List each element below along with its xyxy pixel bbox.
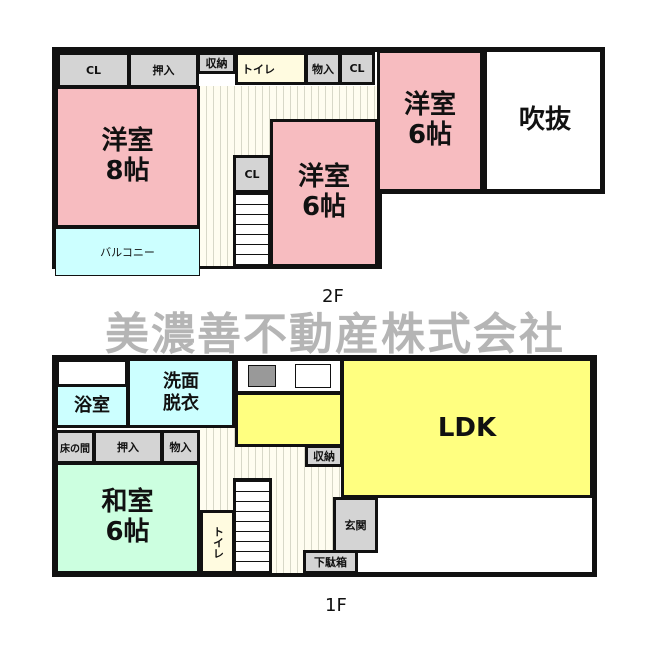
kitchen-area bbox=[235, 392, 343, 447]
stairs-1f bbox=[233, 478, 272, 574]
entrance: 玄関 bbox=[333, 497, 378, 553]
kitchen-counter bbox=[235, 358, 343, 394]
floor2-label: 2F bbox=[322, 286, 344, 307]
washroom: 洗面 脱衣 bbox=[127, 358, 235, 428]
storage-2f: 収納 bbox=[197, 52, 236, 74]
toilet-2f: トイレ bbox=[235, 52, 307, 85]
floor1-label: 1F bbox=[325, 595, 347, 616]
closet-2: CL bbox=[339, 52, 375, 85]
closet-3: CL bbox=[233, 155, 271, 193]
open-ceiling: 吹抜 bbox=[483, 50, 603, 192]
stairs-2f bbox=[233, 192, 271, 267]
oshiire-1f: 押入 bbox=[93, 430, 163, 464]
sink-icon bbox=[294, 364, 331, 388]
floor2-hall-east bbox=[270, 86, 377, 122]
bathtub bbox=[57, 360, 127, 386]
shoe-cabinet: 下駄箱 bbox=[303, 550, 358, 574]
japanese-room-6: 和室 6帖 bbox=[55, 462, 200, 574]
storage-1f: 収納 bbox=[305, 445, 343, 467]
western-room-6b: 洋室 6帖 bbox=[377, 50, 483, 192]
stove-icon bbox=[247, 365, 276, 387]
balcony: バルコニー bbox=[55, 228, 200, 276]
toilet-1f: トイレ bbox=[200, 510, 235, 574]
closet-1: CL bbox=[57, 52, 130, 88]
western-room-6a: 洋室 6帖 bbox=[270, 119, 378, 267]
tokonoma: 床の間 bbox=[55, 430, 95, 464]
ldk: LDK bbox=[341, 358, 593, 498]
western-room-8: 洋室 8帖 bbox=[55, 86, 200, 228]
monoire-2f: 物入 bbox=[305, 52, 341, 85]
monoire-1f: 物入 bbox=[161, 430, 200, 464]
floor1-outline bbox=[52, 355, 597, 577]
oshiire-2f: 押入 bbox=[128, 52, 199, 88]
watermark: 美濃善不動産株式会社 bbox=[105, 309, 565, 360]
bathroom: 浴室 bbox=[55, 384, 129, 428]
